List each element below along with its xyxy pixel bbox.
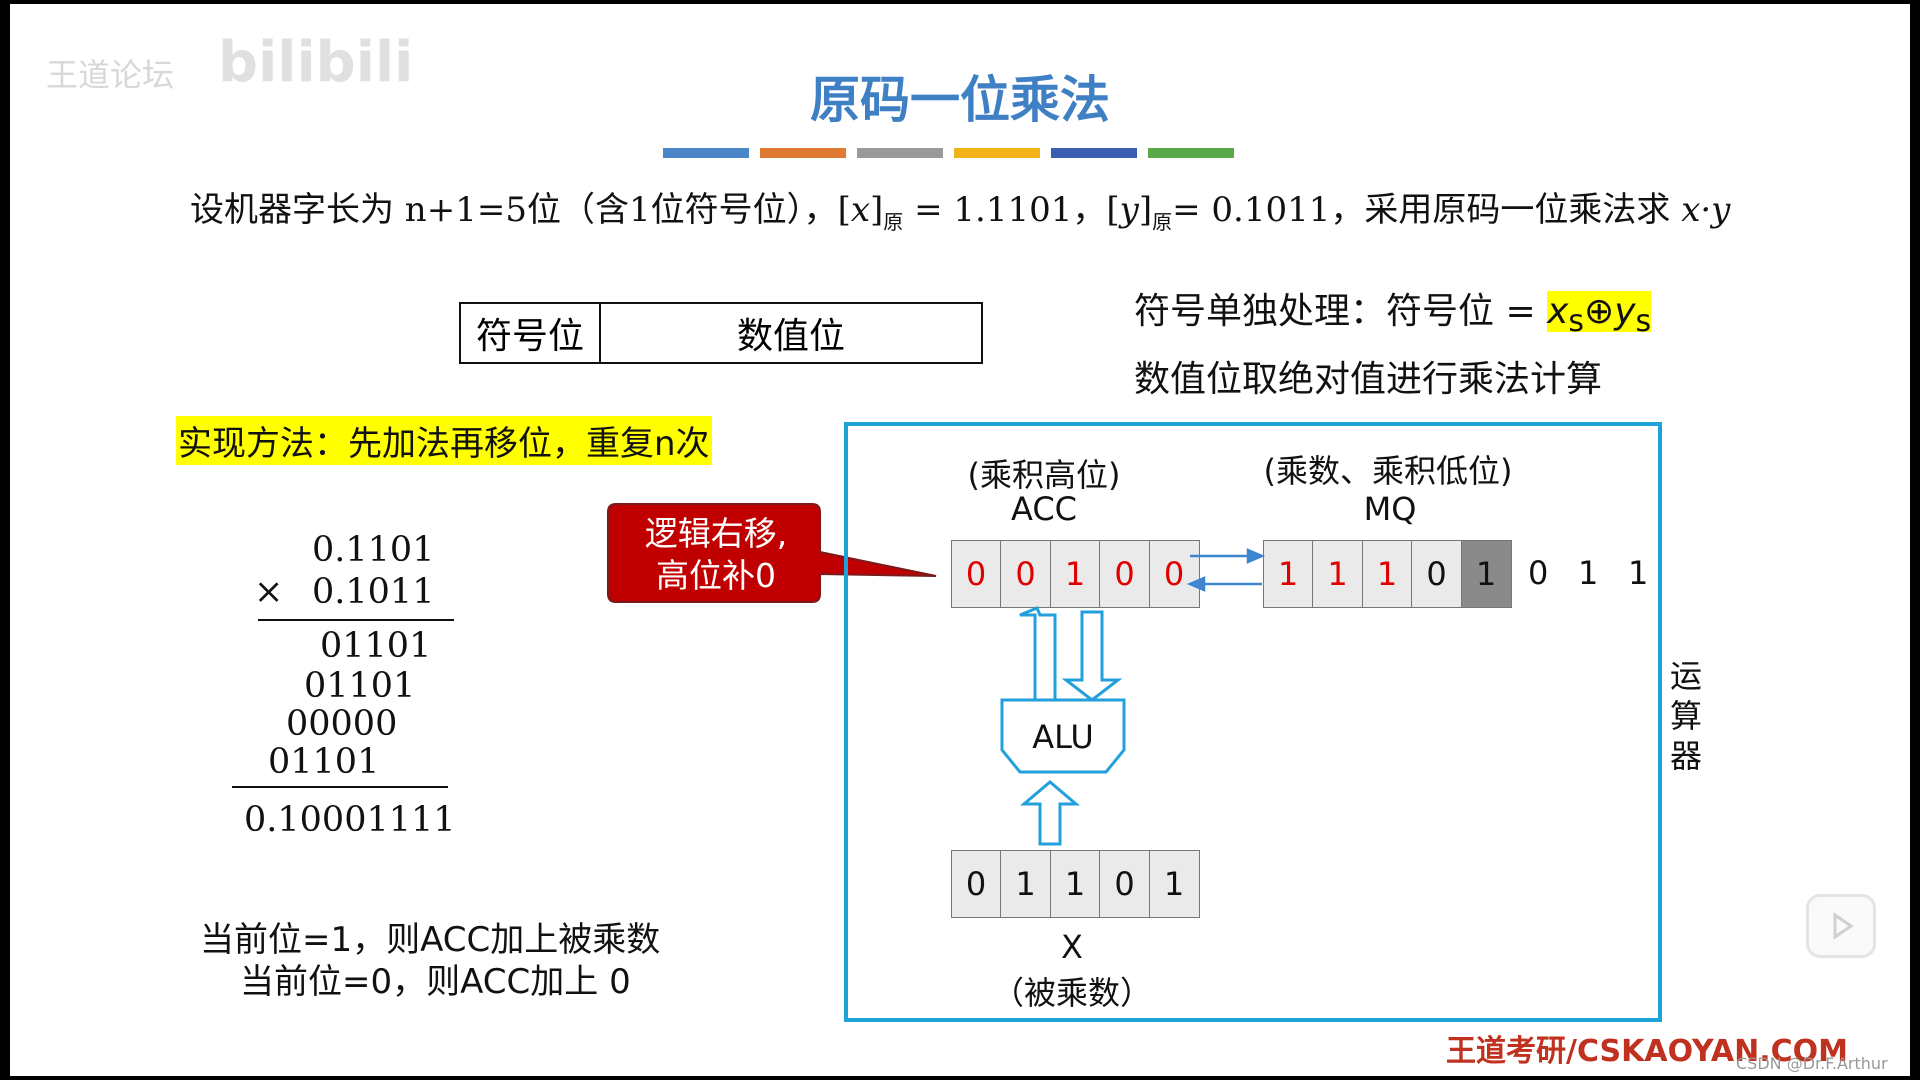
title-color-bar-5 [1051,148,1137,158]
shifted-out-bit: 1 [1628,554,1649,592]
unit-label: 运算器 [1669,657,1702,775]
brand-text: 王道考研/CSKAOYAN.COM [1446,1034,1848,1069]
x-label: X [1061,928,1083,966]
play-icon [1833,912,1854,940]
alu-to-acc-arrow [1019,606,1057,702]
partial-product-1: 01101 [320,626,432,666]
method-highlight: 实现方法：先加法再移位，重复n次 [176,416,712,465]
acc-bit: 0 [1148,540,1200,608]
slide: 王道论坛 bilibili 原码一位乘法 设机器字长为 n+1=5位（含1位符号… [10,4,1910,1076]
mq-label: MQ [1363,490,1417,528]
sign-rule: 符号单独处理：符号位 = xs⊕ys [1134,291,1652,340]
product-result: 0.10001111 [244,800,456,840]
title-color-bar-1 [663,148,749,158]
x-bit: 1 [1049,850,1101,918]
acc-description: (乘积高位) [967,456,1121,494]
datapath-arrows [1000,548,1266,846]
note-bit-one: 当前位=1，则ACC加上被乘数 [200,920,661,960]
problem-statement: 设机器字长为 n+1=5位（含1位符号位），[x]原 = 1.1101，[y]原… [190,190,1731,234]
acc-to-alu-arrow [1061,610,1123,702]
acc-bit: 0 [950,540,1002,608]
alu-label: ALU [1032,718,1094,756]
play-button[interactable] [1806,894,1876,958]
title-color-bar-6 [1148,148,1234,158]
sign-value-field-box: 符号位 数值位 [459,302,983,364]
watermark-text: 王道论坛 [46,56,175,94]
value-bits-field: 数值位 [736,316,845,357]
calc-rule-2 [232,786,448,788]
partial-product-3: 00000 [286,704,398,744]
partial-product-4: 01101 [268,742,380,782]
mq-current-bit: 1 [1460,540,1512,608]
multiplier: 0.1011 [312,572,435,612]
shifted-out-bit: 1 [1578,554,1599,592]
callout-line-1: 逻辑右移, [644,514,788,553]
sign-bit-field: 符号位 [461,304,601,362]
page-title: 原码一位乘法 [810,71,1110,129]
partial-product-2: 01101 [304,666,416,706]
x-description: （被乘数） [991,974,1152,1012]
title-color-bar-3 [857,148,943,158]
alu-shape [1000,698,1126,774]
arithmetic-unit-frame [844,422,1662,1022]
callout-line-2: 高位补0 [656,556,776,595]
acc-label: ACC [1010,490,1077,528]
mq-bit: 1 [1312,540,1363,608]
x-bit: 1 [1148,850,1200,918]
mq-register: 1 1 1 0 1 [1262,540,1512,608]
sign-formula-highlight: xs⊕ys [1547,291,1652,340]
x-bit: 1 [1000,850,1051,918]
x-register: 0 1 1 0 1 [950,850,1200,918]
shifted-out-bit: 0 [1528,554,1549,592]
multiplicand: 0.1101 [312,530,435,570]
acc-bit: 0 [1000,540,1051,608]
acc-register: 0 0 1 0 0 [950,540,1200,608]
x-bit: 0 [1099,850,1150,918]
times-sign: × [254,572,284,612]
mq-bit: 0 [1411,540,1462,608]
x-bit: 0 [950,850,1002,918]
title-color-bar-4 [954,148,1040,158]
mq-description: (乘数、乘积低位) [1263,452,1513,490]
magnitude-rule: 数值位取绝对值进行乘法计算 [1134,359,1603,400]
csdn-watermark: CSDN @Dr.F.Arthur [1736,1054,1888,1073]
mq-bit: 1 [1262,540,1314,608]
calc-rule-1 [258,619,454,621]
title-color-bar-2 [760,148,846,158]
bilibili-logo: bilibili [218,30,414,95]
x-to-alu-arrow [1019,780,1081,846]
note-bit-zero: 当前位=0，则ACC加上 0 [240,962,631,1002]
acc-bit: 0 [1099,540,1150,608]
mq-bit: 1 [1361,540,1413,608]
callout-bubble [607,503,937,603]
